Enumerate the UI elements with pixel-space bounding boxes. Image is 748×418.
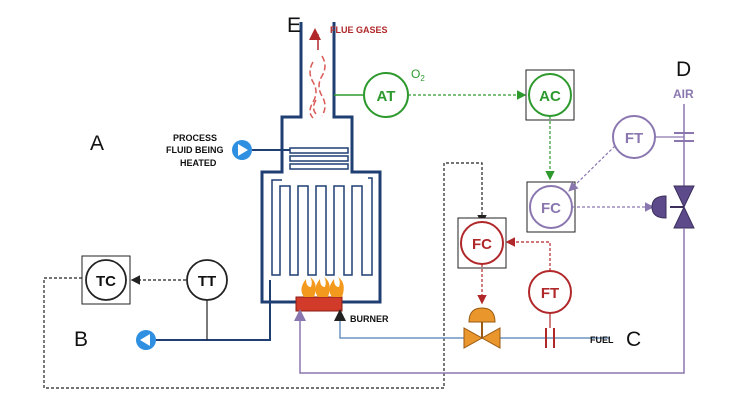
tt-bubble xyxy=(186,259,228,301)
label-c: C xyxy=(626,328,641,351)
ft-air-to-fc-signal xyxy=(568,145,616,192)
tt-label: TT xyxy=(198,273,216,290)
label-b: B xyxy=(74,328,88,351)
tc-label: TC xyxy=(96,273,116,290)
ft-fuel-to-fc-signal xyxy=(505,237,551,271)
process-fluid-label-line1: PROCESS xyxy=(173,133,217,143)
label-d: D xyxy=(676,58,691,81)
air-line-lower xyxy=(294,228,685,374)
burner-label: BURNER xyxy=(350,314,389,324)
air-label: AIR xyxy=(673,87,694,101)
tc-output-signal xyxy=(43,162,487,389)
label-e: E xyxy=(287,14,301,37)
burner-block xyxy=(295,296,343,312)
process-outlet-line xyxy=(156,280,271,341)
process-fluid-label-line2: FLUID BEING xyxy=(166,145,224,155)
fc-fuel-label: FC xyxy=(472,236,492,253)
label-a: A xyxy=(90,132,104,155)
ac-label: AC xyxy=(539,88,561,105)
fc-air-label: FC xyxy=(541,200,561,217)
fuel-line xyxy=(334,309,610,339)
flue-gases-label: FLUE GASES xyxy=(330,25,388,35)
o2-label: O2 xyxy=(411,67,425,83)
air-control-valve xyxy=(651,185,695,229)
flue-gas-waves xyxy=(309,55,326,119)
convection-coil xyxy=(289,147,349,170)
fuel-label: FUEL xyxy=(590,335,614,345)
tc-bubble xyxy=(85,259,127,301)
ft-air-label: FT xyxy=(625,130,643,147)
flame-icon xyxy=(301,277,344,297)
process-inlet-arrow-icon xyxy=(232,140,252,160)
furnace xyxy=(260,22,382,312)
fuel-control-valve xyxy=(463,307,501,349)
ft-fuel-label: FT xyxy=(541,285,559,302)
process-outlet-arrow-icon xyxy=(136,330,156,350)
at-label: AT xyxy=(377,88,396,105)
process-fluid-label-line3: HEATED xyxy=(180,158,217,168)
radiant-coil xyxy=(271,177,373,276)
